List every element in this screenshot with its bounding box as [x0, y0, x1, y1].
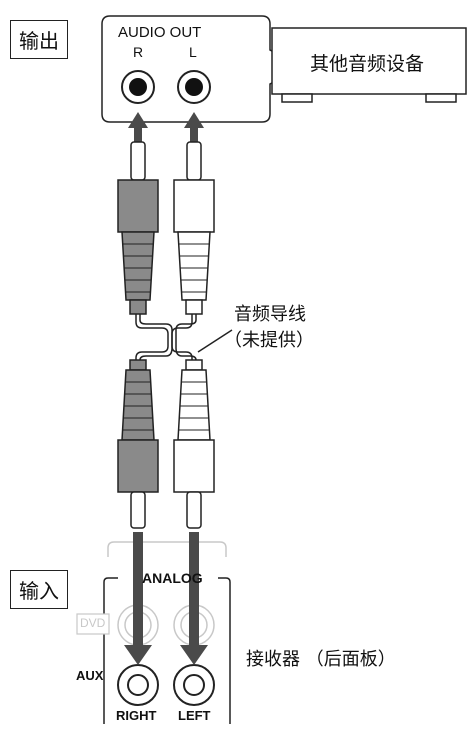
upward-arrows: [128, 112, 204, 142]
upper-plug-right-gray: [117, 141, 159, 315]
output-label: 输出: [10, 20, 68, 59]
audio-cable: [135, 314, 233, 361]
right-label: RIGHT: [116, 708, 157, 723]
other-device-label: 其他音频设备: [310, 53, 425, 75]
analog-label: ANALOG: [142, 570, 203, 586]
input-label: 输入: [10, 570, 68, 609]
audio-out-panel: [101, 15, 302, 123]
upper-plug-left-white: [173, 141, 215, 315]
left-label: LEFT: [178, 708, 211, 723]
cable-note-label: （未提供）: [224, 330, 314, 351]
l-label: L: [189, 44, 197, 60]
other-audio-device: [269, 27, 467, 103]
lower-plug-right-gray: [117, 359, 159, 529]
cable-name-label: 音频导线: [234, 304, 306, 325]
receiver-panel: [76, 541, 231, 724]
dvd-label: DVD: [80, 616, 106, 630]
lower-plug-left-white: [173, 359, 215, 529]
receiver-label: 接收器 （后面板）: [246, 649, 396, 670]
r-label: R: [133, 44, 144, 60]
audio-out-label: AUDIO OUT: [118, 24, 202, 41]
downward-arrows: [124, 532, 208, 665]
aux-label: AUX: [76, 668, 104, 683]
